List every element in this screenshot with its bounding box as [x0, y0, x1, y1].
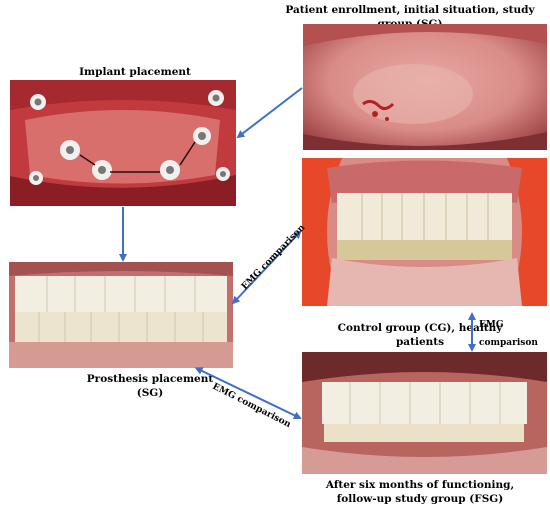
- photo-control-group: [302, 158, 547, 306]
- photo-initial-situation: [303, 24, 547, 150]
- caption-follow-up: After six months of functioning, follow-…: [290, 478, 550, 506]
- caption-control-group-line1: Control group (CG), healthy: [337, 322, 503, 334]
- arrow-prosthesis-followup: [194, 367, 302, 420]
- label-emg-right-line2: comparison: [479, 338, 538, 348]
- label-emg-comparison-bottom: EMG comparison: [211, 382, 293, 430]
- caption-control-group: Control group (CG), healthy patients: [300, 321, 540, 349]
- caption-prosthesis-placement: Prosthesis placement (SG): [50, 372, 250, 400]
- caption-prosthesis-line2: (SG): [136, 387, 164, 400]
- photo-implant-placement: [10, 80, 236, 206]
- label-emg-right-line1: EMG: [479, 320, 504, 330]
- photo-follow-up: [302, 352, 547, 474]
- label-emg-comparison-left: EMG comparison: [240, 223, 308, 293]
- caption-control-group-line2: patients: [395, 336, 445, 349]
- caption-follow-up-line1: After six months of functioning,: [325, 479, 515, 491]
- arrow-prosthesis-control: [231, 230, 302, 305]
- arrow-initial-to-implant: [236, 87, 303, 139]
- photo-prosthesis-placement: [9, 262, 233, 368]
- caption-follow-up-line2: follow-up study group (FSG): [336, 493, 504, 506]
- caption-implant-placement: Implant placement: [79, 66, 191, 78]
- caption-prosthesis-line1: Prosthesis placement: [86, 373, 214, 385]
